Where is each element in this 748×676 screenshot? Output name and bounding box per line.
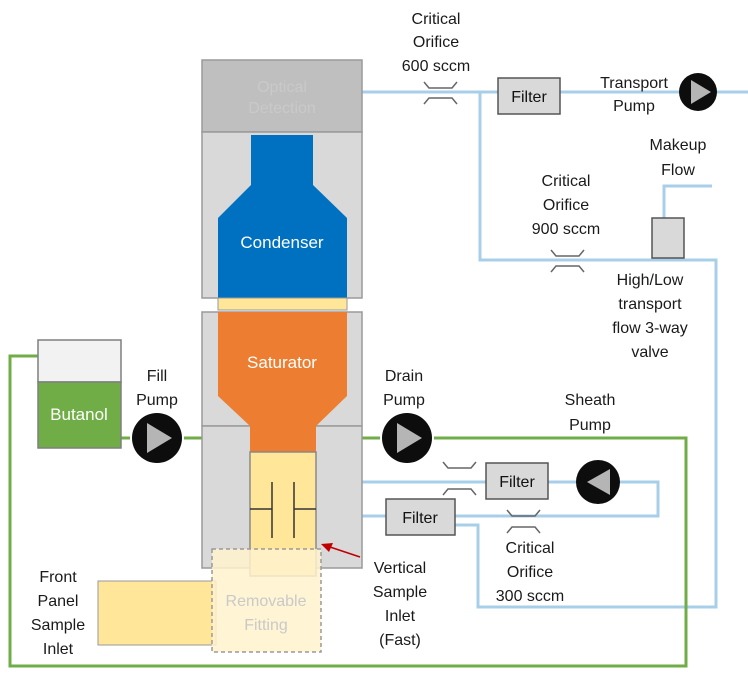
front-panel-label-4: Inlet <box>43 641 74 658</box>
vertical-sample-inlet-label-2: Sample <box>373 584 427 601</box>
sheath-pump-icon <box>576 460 620 504</box>
front-panel-label: Front <box>39 569 77 586</box>
removable-fitting-label-2: Fitting <box>244 617 288 634</box>
valve-label-2: transport <box>618 296 682 313</box>
transport-pump-icon <box>679 73 717 111</box>
condenser-label: Condenser <box>240 233 324 252</box>
drain-pump-icon <box>382 413 432 463</box>
butanol-return-loop <box>8 354 688 668</box>
butanol-reservoir <box>37 339 122 449</box>
sheath-pump-label: Sheath <box>565 392 616 409</box>
critical-orifice-600-label-3: 600 sccm <box>402 58 470 75</box>
critical-orifice-600-icon <box>423 81 458 105</box>
critical-orifice-900-label-2: Orifice <box>543 197 589 214</box>
makeup-flow-label-2: Flow <box>661 162 695 179</box>
makeup-flow-line <box>662 184 712 218</box>
critical-orifice-300-icon <box>506 509 541 534</box>
saturator-label: Saturator <box>247 353 317 372</box>
removable-fitting[interactable] <box>211 548 322 653</box>
vertical-sample-inlet-label-3: Inlet <box>385 608 416 625</box>
valve-label-4: valve <box>631 344 668 361</box>
critical-orifice-600-label-2: Orifice <box>413 34 459 51</box>
filter-inner-label: Filter <box>402 510 438 527</box>
fill-pump-icon <box>132 413 182 463</box>
critical-orifice-300-label-2: Orifice <box>507 564 553 581</box>
three-way-valve <box>651 217 685 259</box>
critical-orifice-900-label: Critical <box>542 173 591 190</box>
component-labels: Optical Detection Condenser Saturator Bu… <box>50 79 547 634</box>
valve-label: High/Low <box>617 272 684 289</box>
front-panel-label-3: Sample <box>31 617 85 634</box>
optical-detection-label-2: Detection <box>248 100 316 117</box>
drain-pump-label: Drain <box>385 368 423 385</box>
vertical-sample-inlet-label: Vertical <box>374 560 426 577</box>
fill-pump-label: Fill <box>147 368 167 385</box>
drain-pump-label-2: Pump <box>383 392 425 409</box>
filter-top-label: Filter <box>511 89 547 106</box>
critical-orifice-300-label-3: 300 sccm <box>496 588 564 605</box>
front-panel-label-2: Panel <box>38 593 79 610</box>
fill-pump-label-2: Pump <box>136 392 178 409</box>
front-panel-inlet-tube <box>97 580 217 646</box>
makeup-flow-label: Makeup <box>650 137 707 154</box>
sheath-pump-loop-line <box>455 480 660 518</box>
branch-down-line <box>455 92 718 609</box>
filter-inner <box>385 498 456 536</box>
inlet-nozzle-lines <box>250 482 316 538</box>
transport-pump-label-2: Pump <box>613 98 655 115</box>
critical-orifice-600-label: Critical <box>412 11 461 28</box>
instrument-column <box>201 59 363 577</box>
wick-band <box>217 297 348 311</box>
filter-top <box>497 77 561 115</box>
optical-detection-label: Optical <box>257 79 307 96</box>
transport-pump-label: Transport <box>600 75 668 92</box>
annotation-labels: Critical Orifice 600 sccm Transport Pump… <box>31 11 707 658</box>
critical-orifice-sheath-icon <box>442 461 477 496</box>
critical-orifice-900-icon <box>550 249 585 273</box>
critical-orifice-300-label: Critical <box>506 540 555 557</box>
butanol-label: Butanol <box>50 405 108 424</box>
condenser-body <box>218 135 347 298</box>
optical-detection-block <box>201 59 363 133</box>
vertical-sample-inlet-label-4: (Fast) <box>379 632 421 649</box>
sheath-pump-label-2: Pump <box>569 417 611 434</box>
saturator-body <box>218 312 347 452</box>
filter-sheath <box>485 462 549 500</box>
critical-orifice-900-label-3: 900 sccm <box>532 221 600 238</box>
removable-fitting-label: Removable <box>226 593 307 610</box>
filter-sheath-label: Filter <box>499 474 535 491</box>
vertical-inlet-arrow <box>321 543 361 558</box>
valve-label-3: flow 3-way <box>612 320 688 337</box>
